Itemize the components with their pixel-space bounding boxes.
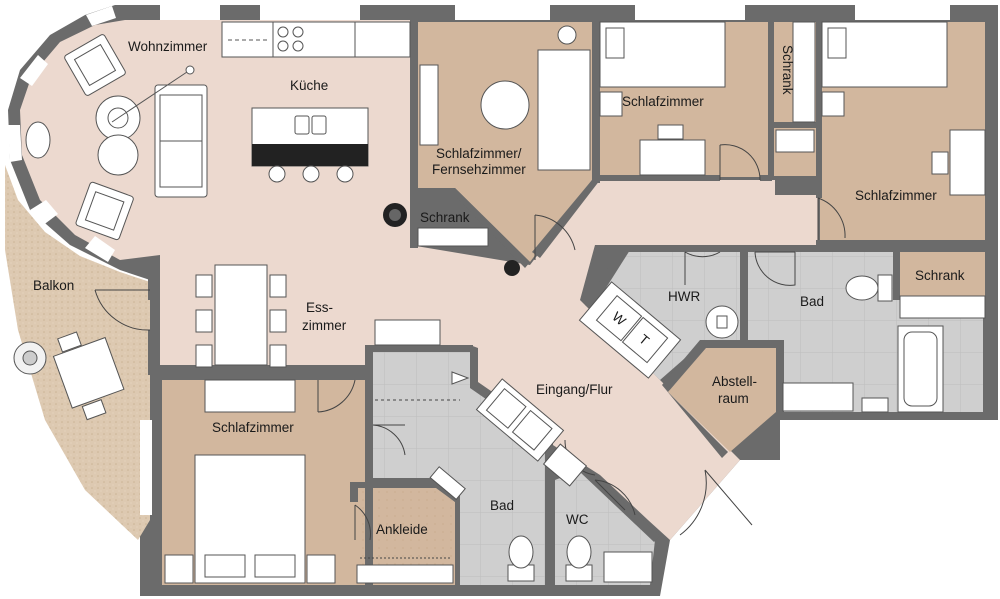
bedroom-1-furniture: [599, 21, 726, 176]
door-swing-icon: [94, 289, 151, 331]
storage-floor: [668, 348, 776, 452]
label-eingang: Eingang/Flur: [536, 382, 613, 397]
label-esszimmer-1: Ess-: [306, 300, 333, 315]
sink-icon: [294, 115, 327, 135]
door-swings: [94, 144, 846, 541]
armchair-bottom: [75, 181, 134, 241]
toilet-icon: [507, 535, 535, 582]
dressing-floor: [357, 488, 455, 585]
hwr-floor: [588, 252, 740, 380]
armchair-top: [64, 34, 126, 96]
table-icon: [214, 264, 268, 366]
label-wc: WC: [566, 512, 589, 527]
sofa-icon: [154, 84, 208, 198]
label-bad-1: Bad: [800, 294, 824, 309]
dining-furniture: [195, 203, 520, 368]
tv-room-furniture: [417, 25, 591, 247]
plant-icon: [13, 341, 47, 375]
toilet-icon: [845, 274, 893, 302]
label-schrank-2: Schrank: [915, 268, 965, 283]
washer-icon: [595, 294, 643, 342]
label-esszimmer-2: zimmer: [302, 318, 347, 333]
living-floor: [20, 20, 818, 540]
label-tv-room-1: Schlafzimmer/: [436, 146, 522, 161]
label-schlafzimmer-1: Schlafzimmer: [622, 94, 704, 109]
dressing-furniture: [356, 557, 454, 584]
balcony-furniture: [13, 331, 125, 421]
label-wohnzimmer: Wohnzimmer: [128, 39, 208, 54]
label-schlafzimmer-3: Schlafzimmer: [212, 420, 294, 435]
label-abstell-1: Abstell-: [712, 374, 757, 389]
plant-icon: [383, 203, 407, 227]
label-bad-2: Bad: [490, 498, 514, 513]
wardrobe-vertical: [775, 21, 816, 153]
label-balkon: Balkon: [33, 278, 74, 293]
bathtub-icon: [897, 325, 944, 413]
label-schrank-1: Schrank: [420, 210, 470, 225]
living-room-furniture: [25, 34, 208, 241]
shower-icon: [451, 371, 470, 385]
room-labels: Wohnzimmer Küche Schlafzimmer/ Fernsehzi…: [33, 39, 965, 537]
label-tv-room-2: Fernsehzimmer: [432, 162, 526, 177]
label-kueche: Küche: [290, 78, 328, 93]
kitchen-furniture: [221, 21, 411, 183]
label-abstell-2: raum: [718, 391, 749, 406]
hwr-furniture: W T: [578, 281, 739, 379]
dryer-icon: [621, 316, 669, 364]
toilet-icon: [565, 535, 593, 582]
windows: [8, 5, 950, 515]
chair-icon: [195, 274, 213, 298]
label-hwr: HWR: [668, 289, 700, 304]
bedroom-3-furniture: [164, 319, 441, 584]
label-schlafzimmer-2: Schlafzimmer: [855, 188, 937, 203]
interior-walls: [148, 18, 986, 590]
label-ankleide: Ankleide: [376, 522, 428, 537]
label-schrank-vertical: Schrank: [780, 45, 795, 95]
bedroom-2-furniture: [821, 21, 986, 319]
bath-2-furniture: [375, 371, 653, 583]
stove-icon: [277, 26, 304, 52]
bath-1-furniture: [782, 274, 944, 413]
